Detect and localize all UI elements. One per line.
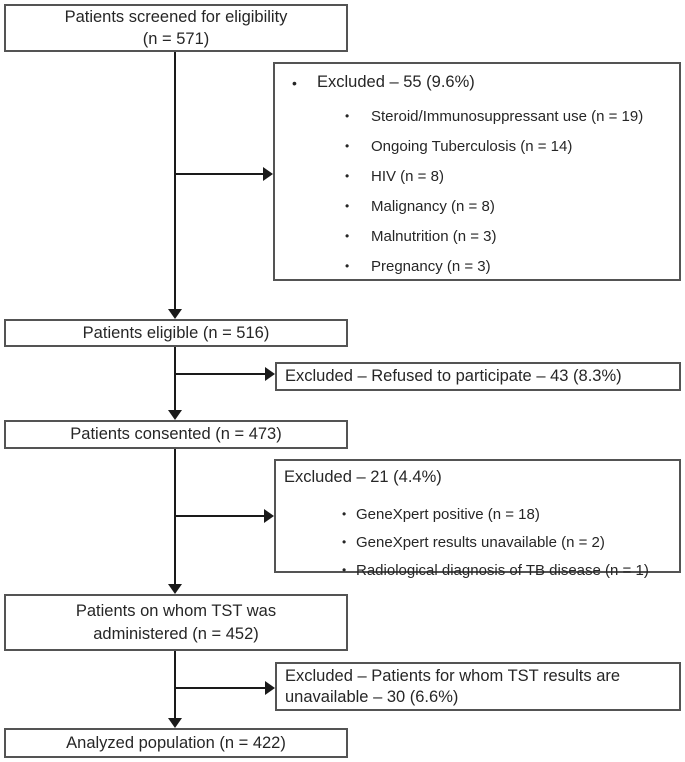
bullet-icon: • (345, 228, 350, 243)
box-patients-consented: Patients consented (n = 473) (4, 420, 348, 449)
list-item-text: Malignancy (n = 8) (371, 197, 495, 215)
excluded-genexpert-title: Excluded – 21 (4.4%) (284, 468, 442, 486)
box-analyzed-population-text: Analyzed population (n = 422) (66, 733, 286, 752)
arrow-down-icon (168, 309, 182, 319)
list-item: • Ongoing Tuberculosis (n = 14) (275, 131, 679, 161)
list-item: • HIV (n = 8) (275, 161, 679, 191)
box-patients-screened-line1: Patients screened for eligibility (64, 7, 288, 26)
connector-line (174, 651, 176, 720)
arrow-right-icon (265, 681, 275, 695)
bullet-icon: • (292, 75, 297, 91)
connector-line (175, 373, 265, 375)
connector-line (175, 173, 263, 175)
box-patients-consented-text: Patients consented (n = 473) (70, 425, 282, 444)
bullet-icon: • (342, 562, 347, 577)
excluded-tst-line2: unavailable – 30 (6.6%) (285, 687, 459, 706)
excluded-screening-title-row: • Excluded – 55 (9.6%) (275, 72, 679, 93)
list-item-text: Ongoing Tuberculosis (n = 14) (371, 137, 573, 155)
excluded-screening-title: Excluded – 55 (9.6%) (317, 73, 475, 91)
bullet-icon: • (345, 168, 350, 183)
bullet-icon: • (345, 108, 350, 123)
connector-line (175, 687, 265, 689)
box-excluded-refused: Excluded – Refused to participate – 43 (… (275, 362, 681, 391)
list-item: • Pregnancy (n = 3) (275, 251, 679, 281)
list-item: • GeneXpert results unavailable (n = 2) (276, 528, 679, 556)
box-excluded-tst-unavailable: Excluded – Patients for whom TST results… (275, 662, 681, 711)
box-patients-eligible-text: Patients eligible (n = 516) (82, 323, 270, 342)
connector-line (174, 52, 176, 311)
connector-line (175, 515, 264, 517)
excluded-screening-list: •Steroid/Immunosuppressant use (n = 19) … (275, 101, 679, 281)
box-excluded-screening: • Excluded – 55 (9.6%) • Steroid/Immunosu… (273, 62, 681, 281)
box-tst-administered-line1: Patients on whom TST was (75, 602, 277, 621)
bullet-icon: • (342, 534, 347, 549)
excluded-genexpert-list: • GeneXpert positive (n = 18) • GeneXpert … (276, 500, 679, 584)
bullet-icon: • (345, 138, 350, 153)
list-item: • Malnutrition (n = 3) (275, 221, 679, 251)
list-item-text: Pregnancy (n = 3) (371, 257, 491, 275)
list-item-text: GeneXpert positive (n = 18) (356, 505, 540, 523)
list-item: • Steroid/Immunosuppressant use (n = 19) (275, 101, 679, 131)
list-item: • GeneXpert positive (n = 18) (276, 500, 679, 528)
list-item: • Radiological diagnosis of TB disease (n… (276, 556, 679, 584)
box-tst-administered-line2: administered (n = 452) (93, 624, 259, 643)
list-item-text: Steroid/Immunosuppressant use (n = 19) (371, 107, 644, 125)
excluded-tst-line1: Excluded – Patients for whom TST results… (285, 666, 621, 685)
box-patients-screened: Patients screened for eligibility (n = 5… (4, 4, 348, 52)
connector-line (174, 347, 176, 412)
excluded-refused-text: Excluded – Refused to participate – 43 (… (285, 366, 622, 385)
arrow-down-icon (168, 584, 182, 594)
arrow-right-icon (263, 167, 273, 181)
list-item-text: Malnutrition (n = 3) (371, 227, 497, 245)
arrow-down-icon (168, 410, 182, 420)
box-patients-eligible: Patients eligible (n = 516) (4, 319, 348, 347)
box-excluded-genexpert: Excluded – 21 (4.4%) • GeneXpert positive… (274, 459, 681, 579)
bullet-icon: • (345, 258, 350, 273)
list-item-text: GeneXpert results unavailable (n = 2) (356, 533, 605, 551)
arrow-right-icon (264, 509, 274, 523)
arrow-down-icon (168, 718, 182, 728)
bullet-icon: • (345, 198, 350, 213)
box-tst-administered: Patients on whom TST was administered (n… (4, 594, 348, 651)
connector-line (174, 449, 176, 586)
box-patients-screened-line2: (n = 571) (142, 30, 210, 48)
list-item-text: HIV (n = 8) (371, 167, 444, 185)
list-item: • Malignancy (n = 8) (275, 191, 679, 221)
box-analyzed-population: Analyzed population (n = 422) (4, 728, 348, 758)
bullet-icon: • (342, 506, 347, 521)
arrow-right-icon (265, 367, 275, 381)
list-item-text: Radiological diagnosis of TB disease (n … (356, 561, 649, 579)
